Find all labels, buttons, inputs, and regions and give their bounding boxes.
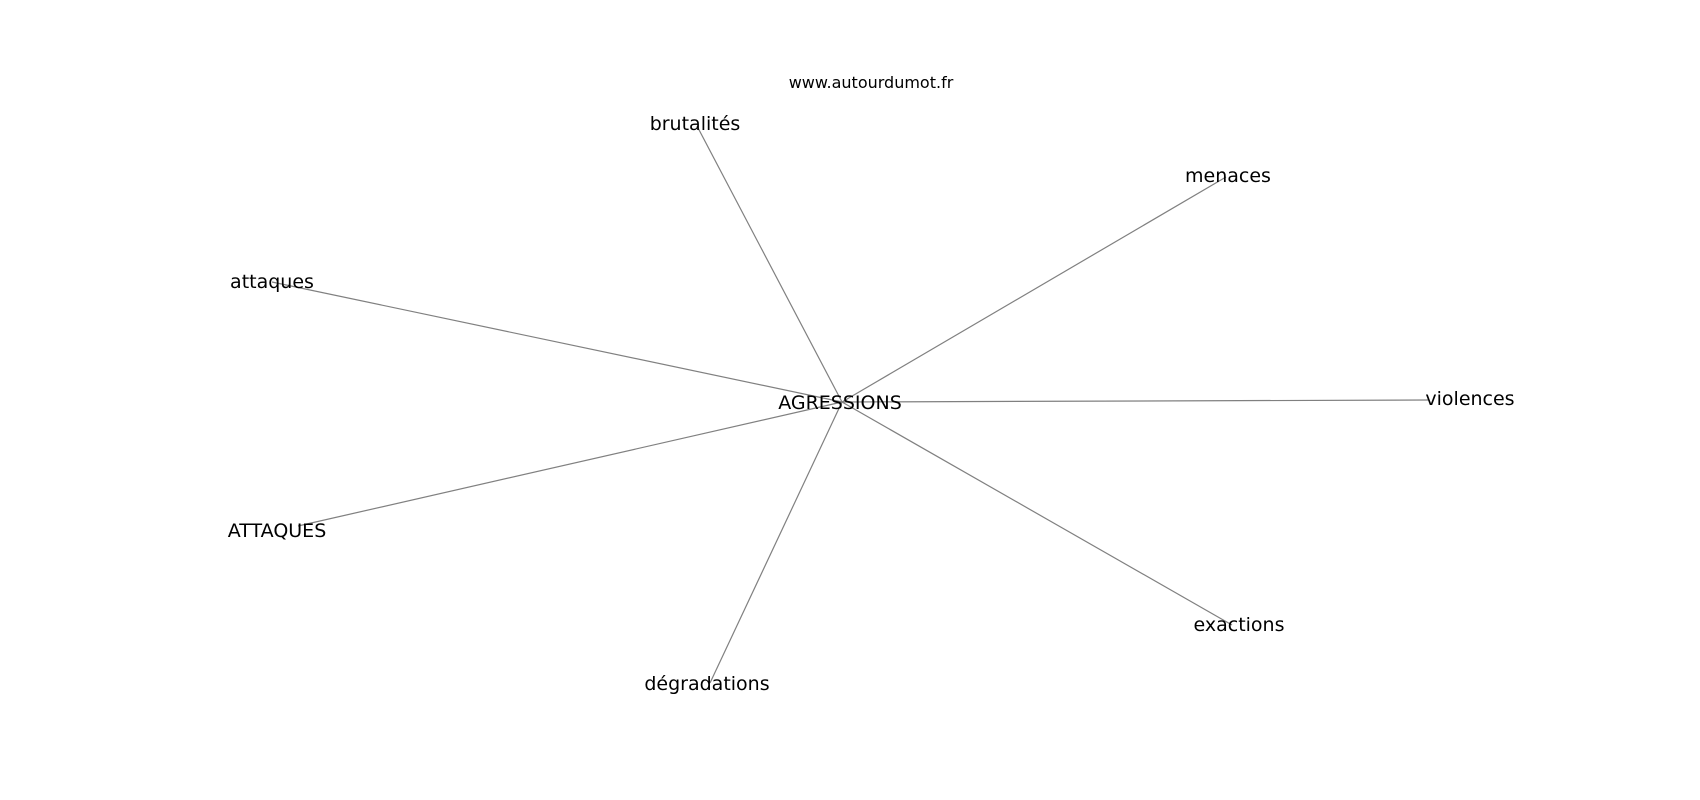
edge-agressions-menaces [841, 176, 1227, 403]
node-label-degradations: dégradations [644, 673, 769, 695]
edge-agressions-brutalites [696, 125, 843, 403]
node-label-attaques: attaques [230, 271, 314, 293]
edge-agressions-exactions [841, 401, 1233, 626]
graph-edges [271, 125, 1429, 684]
source-url-label: www.autourdumot.fr [789, 73, 954, 92]
edge-agressions-attaques [271, 281, 843, 403]
node-label-violences: violences [1425, 388, 1514, 410]
edge-agressions-attaques-upper [297, 401, 843, 527]
node-label-agressions: AGRESSIONS [778, 392, 902, 414]
node-label-brutalites: brutalités [650, 113, 741, 135]
edge-agressions-degradations [709, 401, 843, 684]
node-label-attaques-upper: ATTAQUES [228, 520, 327, 542]
edge-agressions-violences [841, 399, 1429, 403]
node-label-exactions: exactions [1194, 614, 1285, 636]
node-label-menaces: menaces [1185, 165, 1271, 187]
